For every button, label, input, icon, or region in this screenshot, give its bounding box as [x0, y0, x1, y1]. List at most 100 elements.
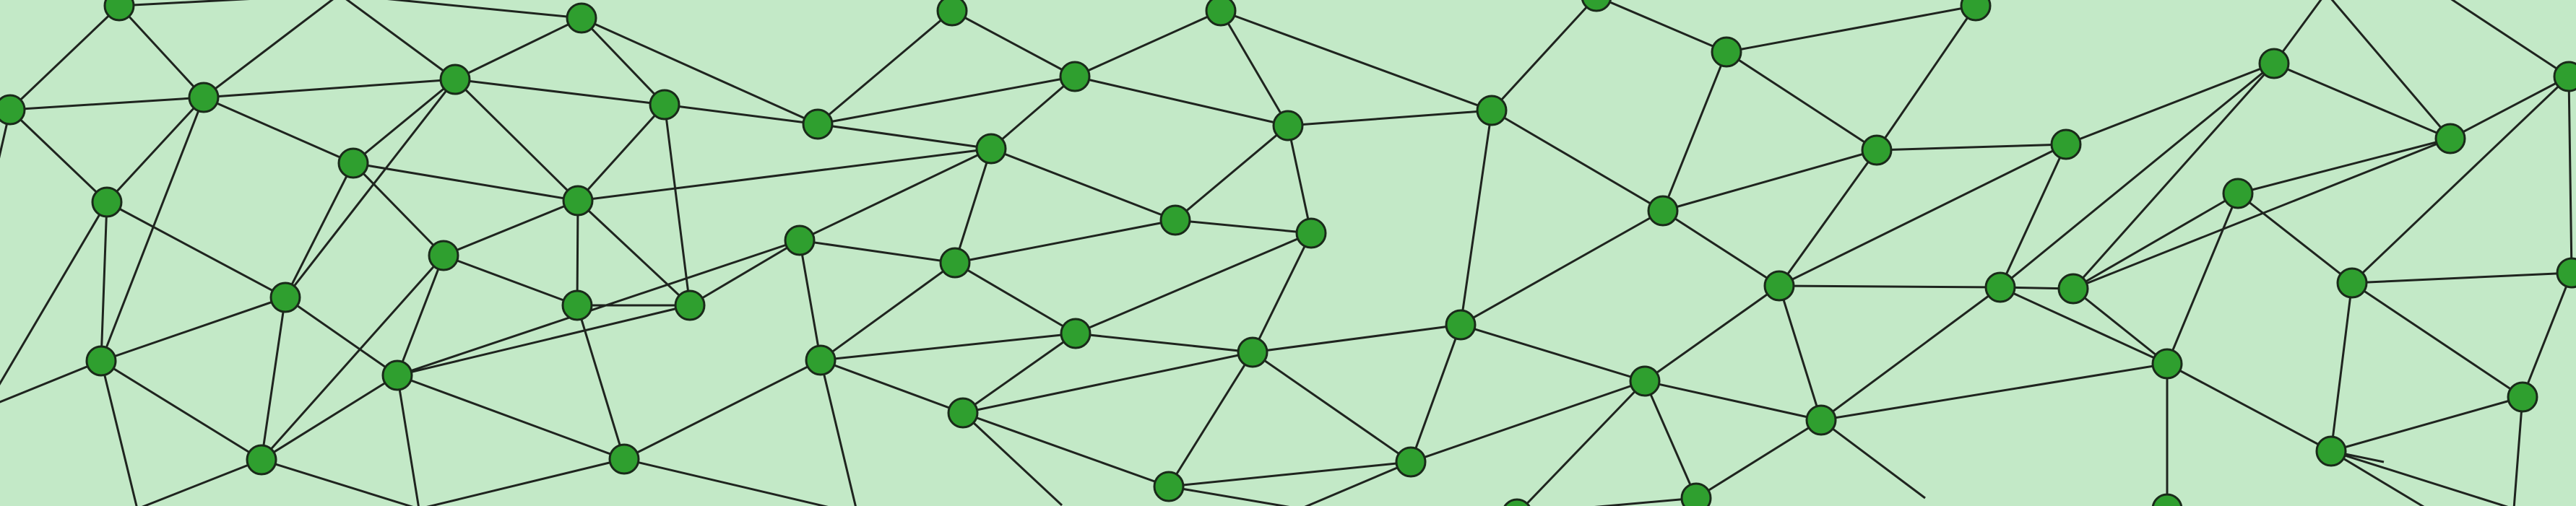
edge-d6-f6	[1643, 380, 1698, 499]
edge-a12-a11	[2065, 62, 2275, 146]
edge-n3-a5	[581, 17, 818, 126]
edge-a2-b1	[105, 96, 205, 204]
edge-n5-a8	[1220, 9, 1492, 112]
edge-f4-f11	[1168, 485, 1290, 506]
node-c8	[1763, 270, 1795, 302]
edge-a6-b4	[990, 75, 1076, 150]
edge-a7-a8	[1287, 109, 1492, 127]
node-e6	[1395, 446, 1427, 478]
edge-d2-f2	[396, 375, 420, 506]
edge-e1-d2	[261, 374, 398, 461]
edge-n3-a4	[580, 17, 666, 106]
node-b9	[2222, 178, 2254, 209]
edge-a2-d1	[100, 97, 205, 362]
edge-b6-d4	[1075, 232, 1312, 335]
edge-a12-c9	[2000, 62, 2275, 289]
edge-d8-e5	[2330, 396, 2523, 453]
edge-a8-b7	[1491, 109, 1664, 212]
edge-n3-a3	[454, 17, 582, 81]
edge-e4-f7	[1820, 419, 1926, 500]
node-a13	[2434, 123, 2466, 154]
edge-b3-b4	[577, 147, 992, 202]
edge-e2-f2	[426, 458, 625, 506]
edge-a5-b4	[817, 123, 992, 150]
edge-c8-c9	[1778, 284, 2001, 289]
edge-e5-f10	[2330, 450, 2509, 506]
edge-a13-a14	[2450, 75, 2569, 140]
edge-a3-c2	[284, 79, 457, 298]
node-d5	[1237, 336, 1268, 368]
edge-c7-e6	[1409, 324, 1462, 463]
node-b8	[2057, 273, 2089, 305]
edge-c4-d3	[820, 261, 956, 362]
edge-d5-f4	[1167, 352, 1254, 487]
edge-a1-b1	[9, 108, 108, 204]
edge-e5-f9	[2330, 450, 2425, 506]
node-c6	[561, 289, 593, 321]
edge-b9-b10	[2237, 192, 2353, 284]
node-a2	[188, 82, 220, 113]
edge-b5-b6	[1175, 219, 1312, 235]
node-f6	[1680, 482, 1712, 506]
edge-n1-a2	[118, 4, 205, 99]
node-f5	[1503, 498, 1531, 506]
edge-c1-c6	[443, 254, 578, 307]
node-a10	[1861, 134, 1893, 166]
edge-n7-a10	[1875, 5, 1977, 151]
edge-n5-a7	[1219, 10, 1289, 126]
edge-b3-c1	[443, 199, 579, 257]
node-c2	[269, 282, 301, 313]
edge-a4-c5	[663, 104, 691, 306]
edge-e2-f3	[623, 458, 829, 506]
edge-a9-a10	[1726, 51, 1877, 152]
node-n3	[566, 2, 597, 34]
node-e5	[2315, 435, 2347, 467]
edge-n8-a13	[2330, 0, 2452, 139]
edge-a14-b10	[2351, 75, 2570, 284]
edge-d4-e3	[962, 332, 1076, 414]
edge-a13-b9	[2237, 137, 2451, 195]
node-c9	[1984, 271, 2016, 303]
edge-b3-c6	[576, 200, 579, 306]
edge-a10-b7	[1662, 149, 1877, 212]
edge-a7-b6	[1287, 125, 1313, 234]
node-d1	[85, 345, 117, 377]
edge-e1-f2	[261, 458, 414, 506]
edge-c3-d3	[798, 240, 822, 361]
edge-a5-a6	[817, 75, 1076, 126]
edge-e4-f6	[1695, 419, 1822, 500]
edge-a4-a5	[664, 103, 818, 126]
edge-b7-c8	[1662, 209, 1780, 287]
node-b4	[975, 133, 1007, 165]
node-n7	[1960, 0, 1992, 22]
node-c1	[428, 240, 459, 271]
edge-a4-b3	[576, 103, 666, 202]
node-d8	[2507, 381, 2538, 413]
edge-d5-e6	[1252, 351, 1412, 463]
node-b2	[337, 147, 369, 179]
edge-b1-g1	[0, 201, 108, 386]
node-b7	[1647, 195, 1679, 227]
edge-b6-d5	[1251, 232, 1313, 353]
edge-a12-b8	[2072, 63, 2275, 289]
edge-b4-c4	[954, 148, 993, 263]
edge-d6-e4	[1644, 380, 1822, 422]
edge-b10-d8	[2351, 282, 2523, 398]
node-a4	[649, 89, 680, 121]
edge-d4-d5	[1075, 332, 1253, 354]
node-n4	[936, 0, 968, 27]
edge-d7-e5	[2166, 362, 2332, 453]
edge-a10-a11	[1876, 143, 2067, 152]
edge-d1-f1	[100, 360, 138, 506]
edge-b11-d8	[2521, 272, 2573, 398]
edge-b4-b5	[990, 147, 1176, 222]
edge-n2-a3	[345, 0, 456, 81]
node-a11	[2050, 128, 2082, 160]
node-c5	[674, 289, 706, 321]
node-d3	[805, 344, 837, 376]
node-a9	[1711, 36, 1742, 68]
